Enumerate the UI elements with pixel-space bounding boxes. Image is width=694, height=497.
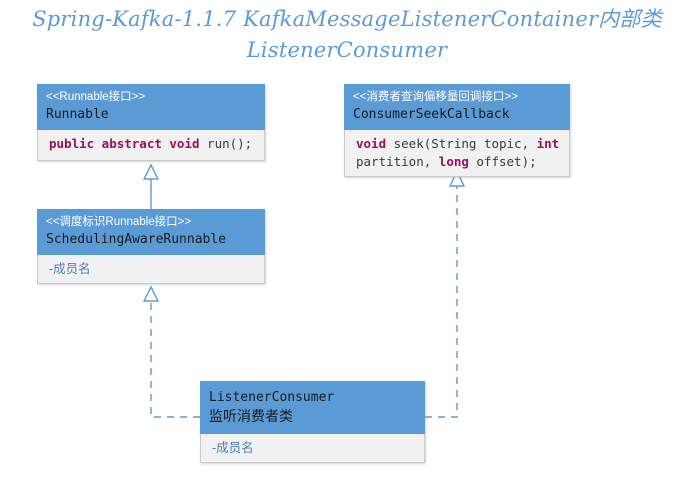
code-text: seek(String topic,: [386, 136, 537, 151]
class-subtitle: 监听消费者类: [209, 408, 293, 424]
connector-line: [150, 300, 200, 418]
code-keyword: public abstract void: [49, 136, 200, 151]
class-stereotype: <<调度标识Runnable接口>>: [46, 216, 192, 228]
method-signature: void seek(String topic, int partition, l…: [356, 135, 560, 171]
class-name: SchedulingAwareRunnable: [46, 232, 227, 247]
connector-line: [425, 185, 458, 418]
class-body: public abstract void run();: [37, 130, 265, 161]
class-name: Runnable: [46, 107, 109, 122]
code-text: partition,: [356, 154, 439, 169]
class-header: <<消费者查询偏移量回调接口>> ConsumerSeekCallback: [344, 84, 570, 130]
class-box-listener-consumer[interactable]: ListenerConsumer 监听消费者类 -成员名: [200, 381, 425, 463]
code-keyword: int: [536, 136, 560, 151]
hollow-triangle-arrowhead: [448, 169, 466, 187]
hollow-triangle-arrowhead: [142, 163, 160, 180]
page-title: Spring-Kafka-1.1.7 KafkaMessageListenerC…: [32, 7, 662, 62]
class-header: <<调度标识Runnable接口>> SchedulingAwareRunnab…: [37, 209, 265, 255]
class-header: ListenerConsumer 监听消费者类: [200, 381, 425, 434]
code-text: run();: [199, 136, 253, 151]
code-keyword: long: [438, 154, 469, 169]
class-member: -成员名: [49, 262, 91, 276]
class-box-consumer-seek-callback[interactable]: <<消费者查询偏移量回调接口>> ConsumerSeekCallback vo…: [344, 84, 570, 177]
class-body: -成员名: [37, 255, 265, 284]
code-keyword: void: [356, 136, 387, 151]
class-header: <<Runnable接口>> Runnable: [37, 84, 265, 130]
connector-seekcallback-realization: [425, 169, 466, 418]
class-box-scheduling-aware-runnable[interactable]: <<调度标识Runnable接口>> SchedulingAwareRunnab…: [37, 209, 265, 284]
method-signature: public abstract void run();: [49, 135, 255, 153]
class-name: ListenerConsumer: [209, 390, 335, 405]
class-stereotype: <<消费者查询偏移量回调接口>>: [353, 91, 518, 103]
class-member: -成员名: [212, 441, 254, 455]
class-body: void seek(String topic, int partition, l…: [344, 130, 570, 177]
connector-runnable-realization: [142, 163, 160, 209]
class-box-runnable[interactable]: <<Runnable接口>> Runnable public abstract …: [37, 84, 265, 161]
hollow-triangle-arrowhead: [142, 285, 160, 302]
connector-scheduling-realization: [142, 285, 200, 418]
code-text: offset);: [468, 154, 537, 169]
class-body: -成员名: [200, 434, 425, 463]
class-name: ConsumerSeekCallback: [353, 107, 510, 122]
class-stereotype: <<Runnable接口>>: [46, 91, 146, 103]
